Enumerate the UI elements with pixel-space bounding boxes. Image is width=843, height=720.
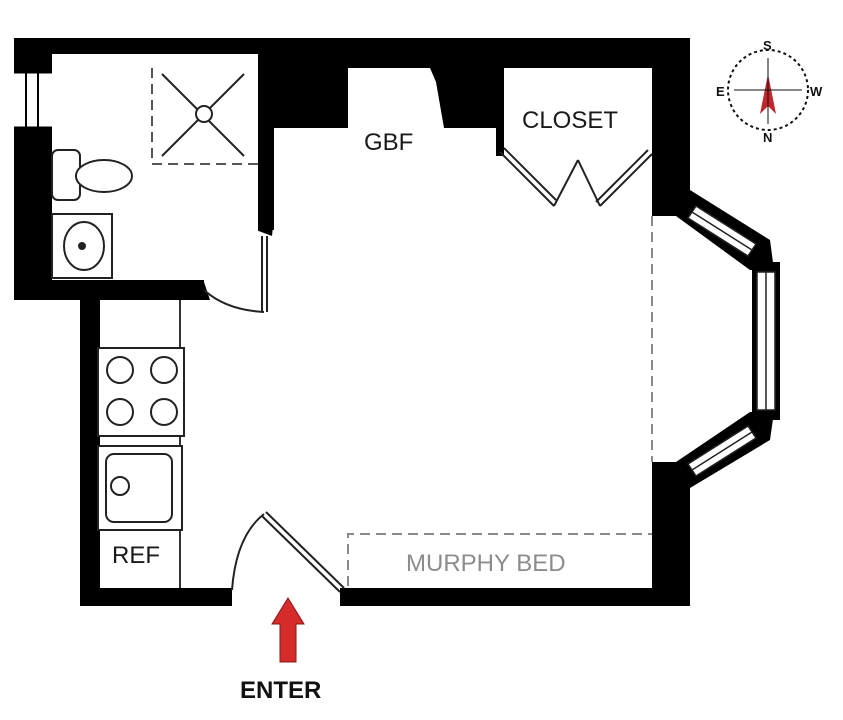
compass-north-label: N bbox=[763, 130, 772, 145]
gbf-label: GBF bbox=[364, 129, 413, 156]
bath-window bbox=[14, 70, 52, 130]
entry-arrow bbox=[271, 597, 305, 663]
kitchen-sink bbox=[97, 445, 183, 531]
compass: S N E W bbox=[716, 38, 823, 145]
toilet bbox=[51, 149, 133, 201]
enter-label: ENTER bbox=[240, 677, 321, 704]
stove bbox=[97, 347, 185, 437]
compass-west-label: W bbox=[810, 84, 823, 99]
entry-door bbox=[231, 511, 345, 593]
compass-needle-icon bbox=[734, 58, 802, 124]
bath-sink bbox=[51, 213, 113, 279]
closet-label: CLOSET bbox=[522, 107, 618, 134]
ref-label: REF bbox=[112, 542, 160, 569]
murphy-bed-label: MURPHY BED bbox=[406, 550, 566, 577]
compass-east-label: E bbox=[716, 84, 725, 99]
murphy-bed bbox=[347, 533, 652, 586]
shower bbox=[151, 68, 258, 165]
bay-window bbox=[651, 190, 780, 488]
compass-south-label: S bbox=[763, 38, 772, 53]
closet bbox=[499, 147, 653, 207]
bathroom-door bbox=[203, 236, 268, 313]
